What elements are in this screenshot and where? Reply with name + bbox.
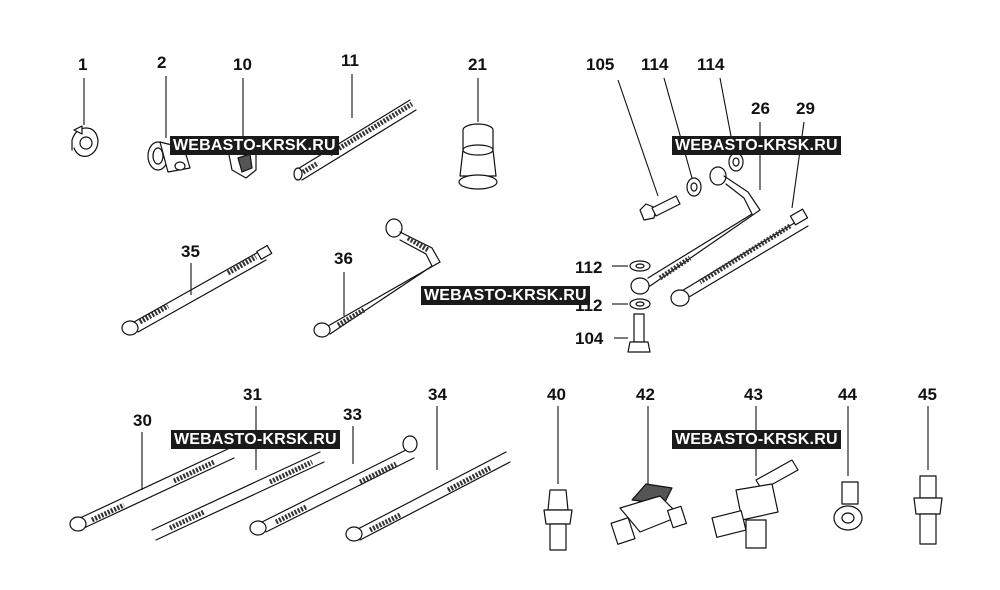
label-26: 26 bbox=[751, 99, 770, 118]
label-40: 40 bbox=[547, 385, 566, 404]
label-114-right: 114 bbox=[697, 55, 725, 74]
part-26-banjo-hose bbox=[630, 122, 761, 295]
label-29: 29 bbox=[796, 99, 815, 118]
watermark-middle: WEBASTO-KRSK.RU bbox=[421, 286, 590, 305]
part-34-hose bbox=[345, 406, 511, 542]
label-30: 30 bbox=[133, 411, 152, 430]
label-112-top: 112 bbox=[575, 258, 602, 277]
part-43-tee-valve bbox=[711, 406, 799, 549]
part-1-clip bbox=[71, 78, 99, 157]
label-43: 43 bbox=[744, 385, 763, 404]
label-35: 35 bbox=[181, 242, 200, 261]
label-104: 104 bbox=[575, 329, 604, 348]
watermark-top-left: WEBASTO-KRSK.RU bbox=[170, 136, 339, 155]
part-114-washer-left bbox=[663, 77, 702, 197]
watermark-top-right: WEBASTO-KRSK.RU bbox=[672, 136, 841, 155]
part-10-bracket bbox=[227, 78, 257, 179]
label-31: 31 bbox=[243, 385, 262, 404]
part-45-fitting bbox=[913, 406, 943, 545]
label-105: 105 bbox=[586, 55, 614, 74]
part-36-banjo-hose bbox=[313, 218, 441, 338]
part-29-hose bbox=[670, 121, 809, 307]
part-112-washer-top bbox=[612, 260, 651, 272]
label-33: 33 bbox=[343, 405, 362, 424]
part-114-washer-right bbox=[719, 77, 744, 172]
part-11-sleeve bbox=[293, 74, 417, 181]
label-36: 36 bbox=[334, 249, 353, 268]
part-35-hose bbox=[121, 244, 273, 336]
label-42: 42 bbox=[636, 385, 655, 404]
label-21: 21 bbox=[468, 55, 487, 74]
part-42-valve bbox=[610, 406, 688, 545]
label-1: 1 bbox=[78, 55, 87, 74]
part-44-banjo-fitting bbox=[833, 406, 863, 531]
part-105-bolt bbox=[617, 79, 681, 221]
label-11: 11 bbox=[341, 51, 359, 70]
part-104-bolt bbox=[614, 313, 651, 353]
part-2-clamp bbox=[147, 76, 191, 173]
part-40-fitting bbox=[543, 406, 573, 551]
part-21-cap bbox=[458, 78, 498, 190]
part-112-washer-bottom bbox=[612, 298, 651, 310]
label-45: 45 bbox=[918, 385, 937, 404]
part-33-hose bbox=[249, 426, 418, 536]
label-10: 10 bbox=[233, 55, 252, 74]
watermark-bottom-left: WEBASTO-KRSK.RU bbox=[171, 430, 340, 449]
label-34: 34 bbox=[428, 385, 447, 404]
label-2: 2 bbox=[157, 53, 166, 72]
label-114-left: 114 bbox=[641, 55, 669, 74]
watermark-bottom-right: WEBASTO-KRSK.RU bbox=[672, 430, 841, 449]
label-44: 44 bbox=[838, 385, 857, 404]
part-30-hose bbox=[69, 432, 235, 532]
